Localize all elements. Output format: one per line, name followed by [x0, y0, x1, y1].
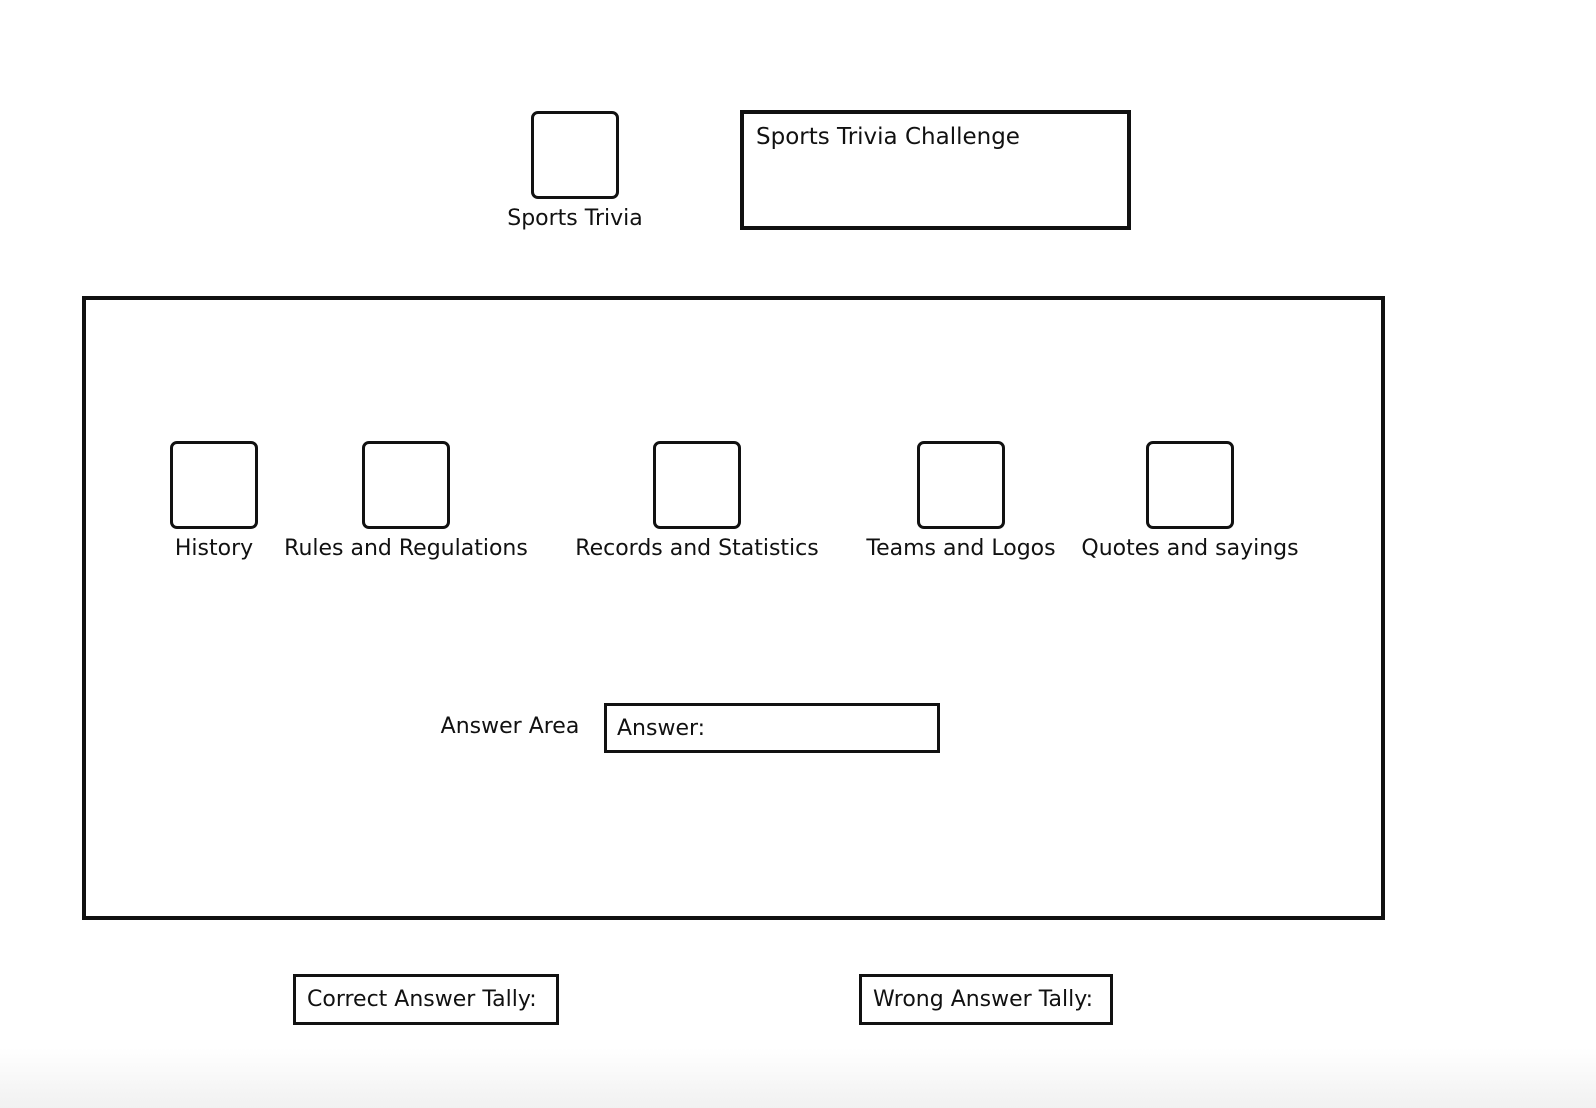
wrong-tally-box: Wrong Answer Tally:	[859, 974, 1113, 1025]
answer-input[interactable]: Answer:	[604, 703, 940, 753]
category-rules-button[interactable]	[362, 441, 450, 529]
title-box: Sports Trivia Challenge	[740, 110, 1131, 230]
page-title: Sports Trivia Challenge	[756, 124, 1020, 150]
category-teams-button[interactable]	[917, 441, 1005, 529]
correct-tally-box: Correct Answer Tally:	[293, 974, 559, 1025]
category-quotes-button[interactable]	[1146, 441, 1234, 529]
answer-area-label: Answer Area	[440, 714, 580, 739]
logo-image-placeholder	[531, 111, 619, 199]
category-records-label: Records and Statistics	[575, 536, 819, 561]
answer-field-text: Answer:	[617, 716, 706, 741]
correct-tally-label: Correct Answer Tally:	[307, 987, 537, 1012]
category-records-button[interactable]	[653, 441, 741, 529]
main-panel	[82, 296, 1385, 920]
window-bottom-edge	[0, 1048, 1596, 1108]
category-history-label: History	[174, 536, 254, 561]
category-history-button[interactable]	[170, 441, 258, 529]
category-teams-label: Teams and Logos	[866, 536, 1056, 561]
logo-label: Sports Trivia	[507, 206, 643, 231]
wrong-tally-label: Wrong Answer Tally:	[873, 987, 1094, 1012]
category-rules-label: Rules and Regulations	[284, 536, 528, 561]
category-quotes-label: Quotes and sayings	[1081, 536, 1299, 561]
